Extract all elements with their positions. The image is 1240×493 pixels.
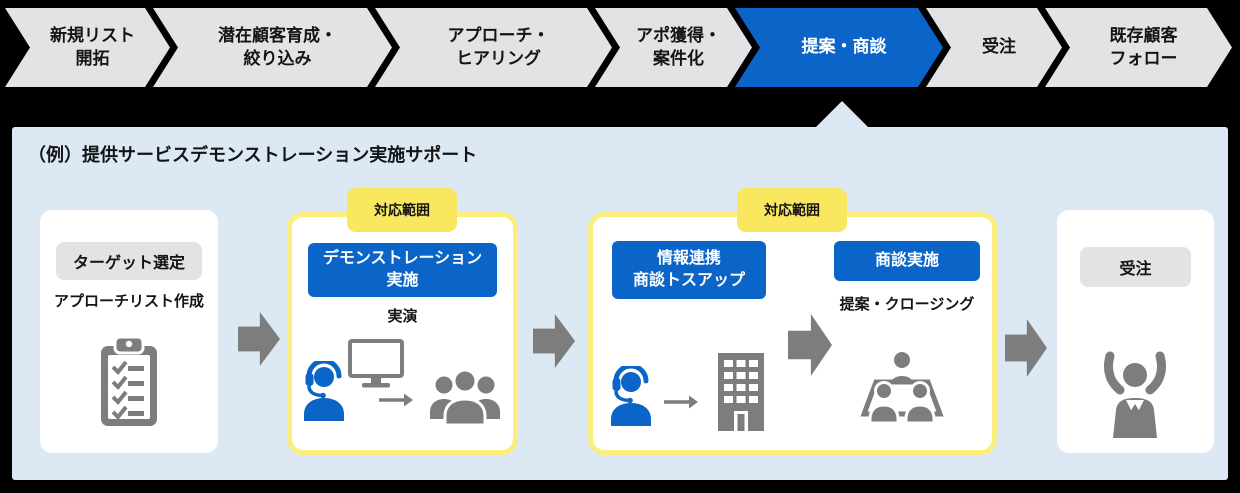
- block-arrow-right-icon: [533, 314, 575, 368]
- badge-label: 受注: [1119, 261, 1152, 278]
- process-step-new-list: 新規リスト開拓: [5, 8, 170, 87]
- card-target-selection: ターゲット選定 アプローチリスト作成: [40, 210, 218, 453]
- office-building-icon: [718, 353, 764, 431]
- meeting-step-label: 商談実施: [874, 252, 939, 270]
- process-step-appointment: アポ獲得・案件化: [595, 8, 752, 87]
- card3-right-subtitle: 提案・クロージング: [839, 296, 975, 313]
- celebrating-person-icon: [1103, 351, 1167, 438]
- demo-step-line2: 実施: [386, 272, 419, 289]
- process-step-lead-nurturing: 潜在顧客育成・絞り込み: [153, 8, 392, 87]
- tossup-line1: 情報連携: [656, 250, 721, 268]
- monitor-icon: [348, 339, 404, 388]
- meeting-table-icon: [860, 352, 944, 424]
- audience-group-icon: [430, 368, 500, 425]
- card-order-received: 受注: [1057, 210, 1214, 453]
- process-step-approach: アプローチ・ヒアリング: [375, 8, 612, 87]
- tossup-step-box: 情報連携 商談トスアップ: [612, 241, 766, 299]
- active-step-pointer-triangle: [816, 101, 868, 127]
- scope-tab-negotiation: 対応範囲: [737, 188, 847, 232]
- process-step-order: 受注: [926, 8, 1062, 87]
- block-arrow-right-icon: [1005, 319, 1047, 377]
- arrow-right-icon: [379, 393, 413, 407]
- detail-panel: （例）提供サービスデモンストレーション実施サポート 対応範囲 対応範囲 ターゲッ…: [12, 127, 1228, 480]
- panel-title: （例）提供サービスデモンストレーション実施サポート: [28, 145, 478, 165]
- scope-tab-label: 対応範囲: [374, 202, 430, 218]
- process-step-proposal-active: 提案・商談: [735, 8, 943, 87]
- process-step-existing-follow: 既存顧客フォロー: [1045, 8, 1232, 87]
- badge-label: ターゲット選定: [72, 255, 185, 272]
- meeting-step-box: 商談実施: [834, 241, 980, 281]
- card1-subtitle: アプローチリスト作成: [53, 293, 204, 310]
- scope-tab-label: 対応範囲: [764, 202, 820, 218]
- block-arrow-right-icon: [788, 314, 832, 376]
- headset-operator-icon: [611, 366, 651, 426]
- block-arrow-right-icon: [238, 312, 280, 366]
- scope-tab-demo: 対応範囲: [347, 188, 457, 232]
- arrow-right-icon: [664, 395, 698, 409]
- card2-subtitle: 実演: [387, 308, 418, 325]
- card-negotiation: 情報連携 商談トスアップ 商談実施 提案・クロージング: [588, 212, 997, 455]
- badge-target-selection: ターゲット選定: [56, 242, 202, 280]
- clipboard-checklist-icon: [101, 336, 157, 426]
- card-demonstration: デモンストレーション 実施 実演: [287, 212, 518, 455]
- tossup-line2: 商談トスアップ: [632, 272, 745, 289]
- demo-step-line1: デモンストレーション: [322, 250, 483, 268]
- demo-step-box: デモンストレーション 実施: [308, 243, 497, 297]
- headset-operator-icon: [304, 361, 344, 421]
- badge-order: 受注: [1080, 247, 1191, 287]
